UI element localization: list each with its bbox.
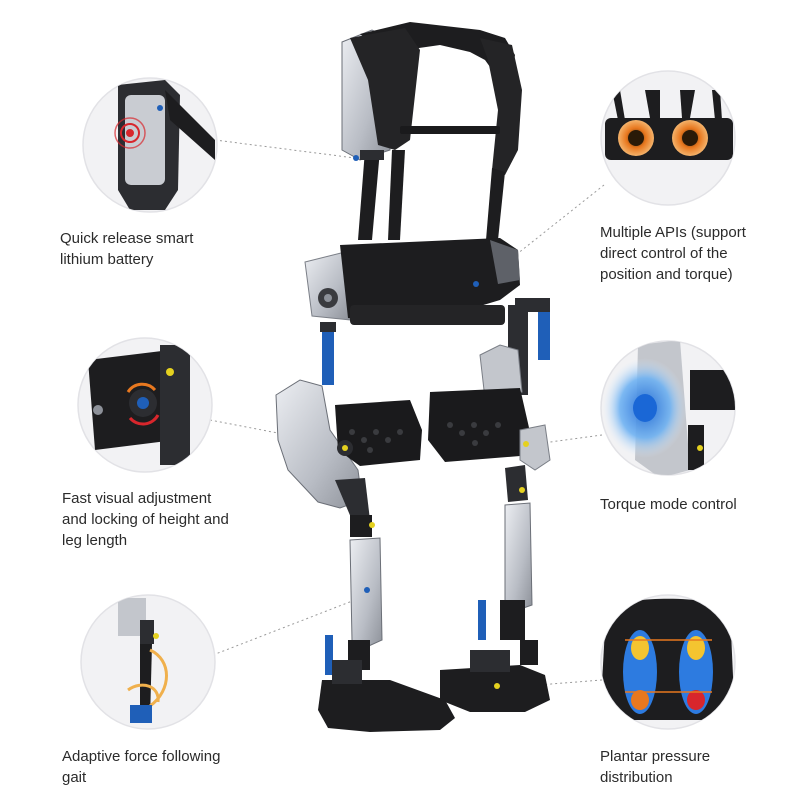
detail-adaptive-gait <box>80 594 216 730</box>
detail-adjustment <box>77 337 213 473</box>
callout-adjustment: Fast visual adjustment and locking of he… <box>62 490 229 549</box>
callout-multiple-apis: Multiple APIs (support direct control of… <box>600 224 746 283</box>
callout-battery: Quick release smart lithium battery <box>60 230 194 268</box>
callout-adaptive-gait: Adaptive force following gait <box>62 748 221 786</box>
detail-plantar-pressure <box>600 594 736 730</box>
exoskeleton-body <box>275 22 551 732</box>
callout-plantar-pressure: Plantar pressure distribution <box>600 748 711 786</box>
detail-multiple-apis <box>600 70 736 206</box>
detail-battery <box>82 77 218 213</box>
callout-torque-mode: Torque mode control <box>600 496 737 513</box>
detail-torque-mode <box>600 340 736 476</box>
